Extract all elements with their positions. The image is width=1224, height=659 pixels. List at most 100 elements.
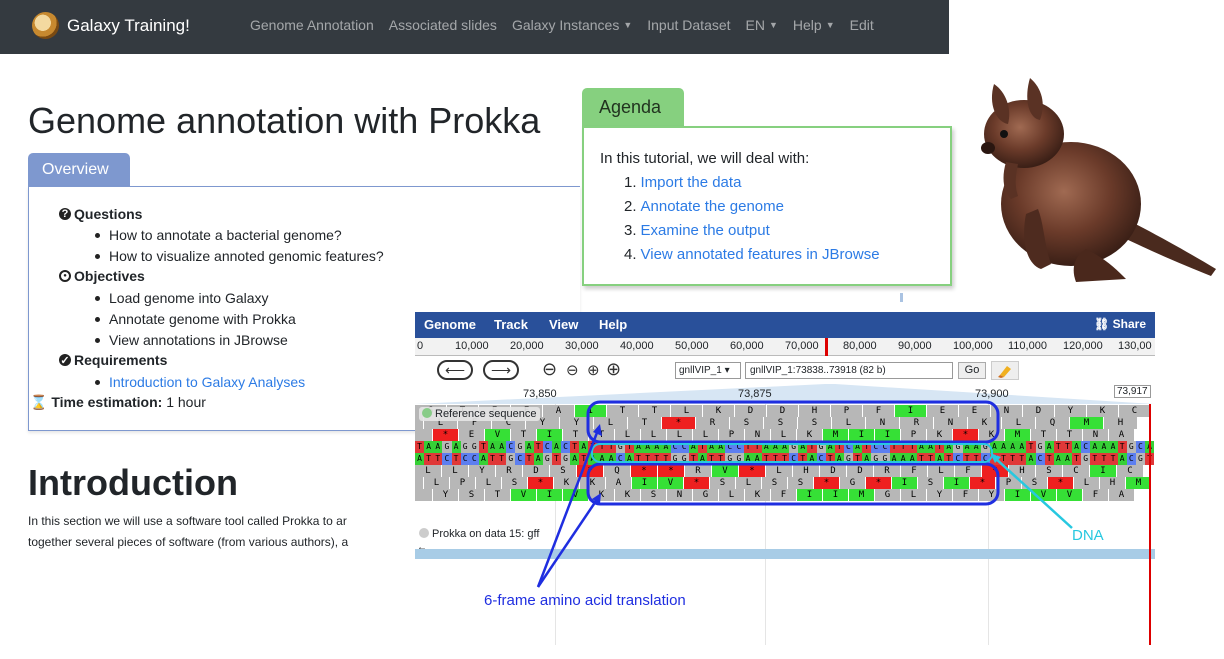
amino-acid-cell: I xyxy=(823,489,849,501)
nucleotide-cell: A xyxy=(643,441,653,453)
agenda-item: 1.Import the data xyxy=(624,174,742,191)
gff-feature[interactable] xyxy=(415,549,1155,559)
nucleotide-cell: G xyxy=(953,441,963,453)
amino-acid-cell: M xyxy=(849,489,875,501)
amino-acid-cell: S xyxy=(764,417,798,429)
nucleotide-cell: A xyxy=(1117,453,1127,465)
menu-genome[interactable]: Genome xyxy=(424,317,477,332)
nucleotide-cell: C xyxy=(880,441,890,453)
amino-acid-cell: L xyxy=(442,465,469,477)
amino-acid-cell: T xyxy=(563,429,589,441)
share-button[interactable]: ⛓ Share xyxy=(1094,317,1146,331)
amino-acid-cell: T xyxy=(485,489,511,501)
nucleotide-cell: C xyxy=(460,453,470,465)
menu-help[interactable]: Help xyxy=(599,317,628,332)
agenda-link[interactable]: View annotated features in JBrowse xyxy=(640,246,880,263)
amino-acid-cell: T xyxy=(511,429,537,441)
menu-track[interactable]: Track xyxy=(494,317,528,332)
amino-acid-cell: * xyxy=(866,477,892,489)
nav-item-help[interactable]: Help▼ xyxy=(793,17,835,33)
pan-right-button[interactable]: ⟶ xyxy=(483,360,519,380)
reference-select[interactable]: gnllVIP_1 ▾ xyxy=(675,362,741,379)
amino-acid-cell: I xyxy=(537,489,563,501)
amino-acid-cell: D xyxy=(847,465,874,477)
top-navbar: Galaxy Training! Genome Annotation Associ… xyxy=(0,0,949,54)
nucleotide-cell: T xyxy=(944,453,954,465)
nav-item-label: Help xyxy=(792,17,822,33)
brand-link[interactable]: Galaxy Training! xyxy=(32,12,190,39)
amino-acid-cell: E xyxy=(927,405,959,417)
zoom-out-icon[interactable]: ⊖ xyxy=(566,362,579,379)
nav-item-en[interactable]: EN▼ xyxy=(746,17,778,33)
time-value: 1 hour xyxy=(166,394,206,410)
nucleotide-cell: A xyxy=(1090,441,1100,453)
nucleotide-cell: T xyxy=(1090,453,1100,465)
nucleotide-cell: C xyxy=(843,441,853,453)
menu-view[interactable]: View xyxy=(549,317,579,332)
close-track-icon[interactable] xyxy=(419,528,429,538)
gff-track-label[interactable]: Prokka on data 15: gff xyxy=(419,528,539,540)
nucleotide-cell: C xyxy=(561,441,571,453)
nucleotide-cell: T xyxy=(971,453,981,465)
nucleotide-cell: G xyxy=(506,453,516,465)
zoom-in-icon[interactable]: ⊕ xyxy=(587,362,600,379)
amino-acid-cell: N xyxy=(667,489,693,501)
agenda-link[interactable]: Annotate the genome xyxy=(640,198,784,215)
nucleotide-cell: C xyxy=(1081,441,1091,453)
nucleotide-cell: G xyxy=(843,453,853,465)
nucleotide-cell: G xyxy=(679,453,689,465)
nucleotide-cell: A xyxy=(661,441,671,453)
agenda-link[interactable]: Examine the output xyxy=(640,222,770,239)
nucleotide-cell: G xyxy=(561,453,571,465)
amino-acid-cell: L xyxy=(693,429,719,441)
close-track-icon[interactable] xyxy=(422,408,432,418)
nav-item-galaxy-instances[interactable]: Galaxy Instances▼ xyxy=(512,17,632,33)
nucleotide-cell: T xyxy=(1117,441,1127,453)
amino-acid-cell: D xyxy=(767,405,799,417)
nucleotide-cell: T xyxy=(807,441,817,453)
nucleotide-cell: T xyxy=(634,453,644,465)
amino-acid-cell: S xyxy=(1022,477,1048,489)
amino-acid-cell: * xyxy=(970,477,996,489)
nucleotide-cell: A xyxy=(770,441,780,453)
highlight-button[interactable] xyxy=(991,361,1019,380)
amino-acid-cell: C xyxy=(1119,405,1151,417)
nucleotide-cell: A xyxy=(533,453,543,465)
zoom-in-large-icon[interactable]: ⊕ xyxy=(606,359,622,379)
frame-offset xyxy=(415,477,424,489)
nav-item-input-dataset[interactable]: Input Dataset xyxy=(647,17,730,33)
nav-item-genome-annotation[interactable]: Genome Annotation xyxy=(250,17,374,33)
nucleotide-cell: T xyxy=(770,453,780,465)
overview-box: ? Questions How to annotate a bacterial … xyxy=(28,186,580,431)
nucleotide-cell: C xyxy=(871,441,881,453)
nav-item-associated-slides[interactable]: Associated slides xyxy=(389,17,497,33)
zoom-out-large-icon[interactable]: ⊖ xyxy=(542,359,558,379)
amino-acid-cell: N xyxy=(745,429,771,441)
nucleotide-cell: C xyxy=(789,453,799,465)
nucleotide-cell: G xyxy=(725,453,735,465)
nucleotide-cell: T xyxy=(1044,453,1054,465)
ruler-tick-label: 10,000 xyxy=(455,340,489,352)
reference-track-label[interactable]: Reference sequence xyxy=(419,407,540,421)
agenda-link[interactable]: Import the data xyxy=(640,174,742,191)
nucleotide-cell: T xyxy=(761,453,771,465)
go-button[interactable]: Go xyxy=(958,362,986,379)
nucleotide-cell: T xyxy=(916,453,926,465)
amino-acid-cell: N xyxy=(1083,429,1109,441)
nucleotide-cell: A xyxy=(551,441,561,453)
amino-acid-cell: Y xyxy=(1055,405,1087,417)
nucleotide-cell: C xyxy=(679,441,689,453)
nucleotide-cell: C xyxy=(670,441,680,453)
amino-acid-cell: * xyxy=(662,417,696,429)
nav-item-label: Input Dataset xyxy=(647,17,731,33)
requirement-link[interactable]: Introduction to Galaxy Analyses xyxy=(109,374,306,390)
pan-left-button[interactable]: ⟵ xyxy=(437,360,473,380)
nav-item-edit[interactable]: Edit xyxy=(850,17,874,33)
amino-acid-cell: R xyxy=(696,417,730,429)
nucleotide-cell: C xyxy=(442,453,452,465)
location-input[interactable]: gnllVIP_1:73838..73918 (82 b) xyxy=(745,362,953,379)
nucleotide-cell: C xyxy=(816,453,826,465)
amino-acid-cell: * xyxy=(982,465,1009,477)
